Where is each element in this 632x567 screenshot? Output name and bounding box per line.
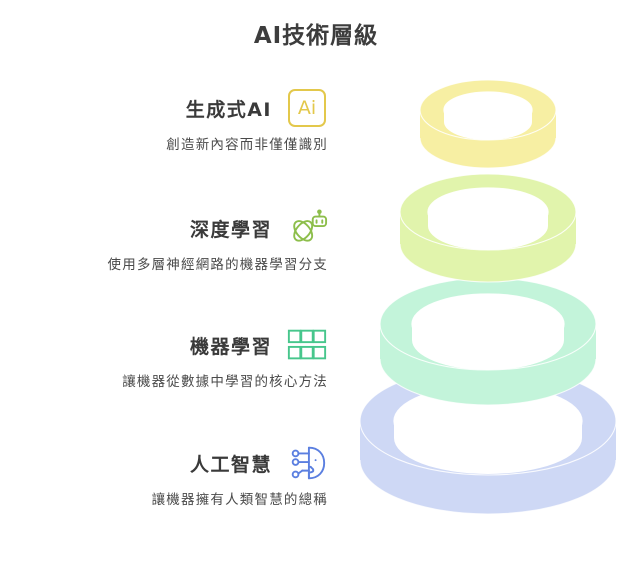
layer-headline: 深度學習 [0, 205, 340, 251]
ai-letters-icon-box: Ai [288, 89, 326, 127]
layer-item-artificial-intelligence[interactable]: 人工智慧 [0, 440, 340, 508]
layer-item-generative-ai[interactable]: 生成式AI Ai 創造新內容而非僅僅識別 [0, 85, 340, 153]
layer-description: 使用多層神經網路的機器學習分支 [107, 257, 328, 273]
page-title: AI技術層級 [253, 23, 379, 49]
ring-generative-ai [419, 79, 557, 169]
atom-robot-icon [286, 207, 328, 249]
layer-title: 人工智慧 [189, 453, 272, 476]
ai-letters-icon-text: Ai [297, 96, 317, 119]
layer-title: 生成式AI [185, 98, 272, 121]
layer-title: 機器學習 [189, 335, 272, 358]
ai-head-circuit-icon [286, 442, 328, 484]
layer-item-machine-learning[interactable]: 機器學習 讓機器從數據中學習的核心方法 [0, 322, 340, 390]
layer-label-column: 生成式AI Ai 創造新內容而非僅僅識別 深度學習 [0, 85, 340, 508]
ai-letters-icon: Ai [286, 87, 328, 129]
layer-description: 讓機器擁有人類智慧的總稱 [151, 492, 328, 508]
layer-headline: 人工智慧 [0, 440, 340, 486]
layer-title: 深度學習 [189, 218, 272, 241]
grid-table-icon [286, 324, 328, 366]
ring-artificial-intelligence [359, 366, 617, 515]
ring-machine-learning [379, 277, 597, 406]
layer-description: 創造新內容而非僅僅識別 [166, 137, 328, 153]
layer-headline: 機器學習 [0, 322, 340, 368]
ring-deep-learning [399, 173, 577, 283]
layer-item-deep-learning[interactable]: 深度學習 [0, 205, 340, 273]
layer-headline: 生成式AI Ai [0, 85, 340, 131]
layer-description: 讓機器從數據中學習的核心方法 [122, 374, 328, 390]
